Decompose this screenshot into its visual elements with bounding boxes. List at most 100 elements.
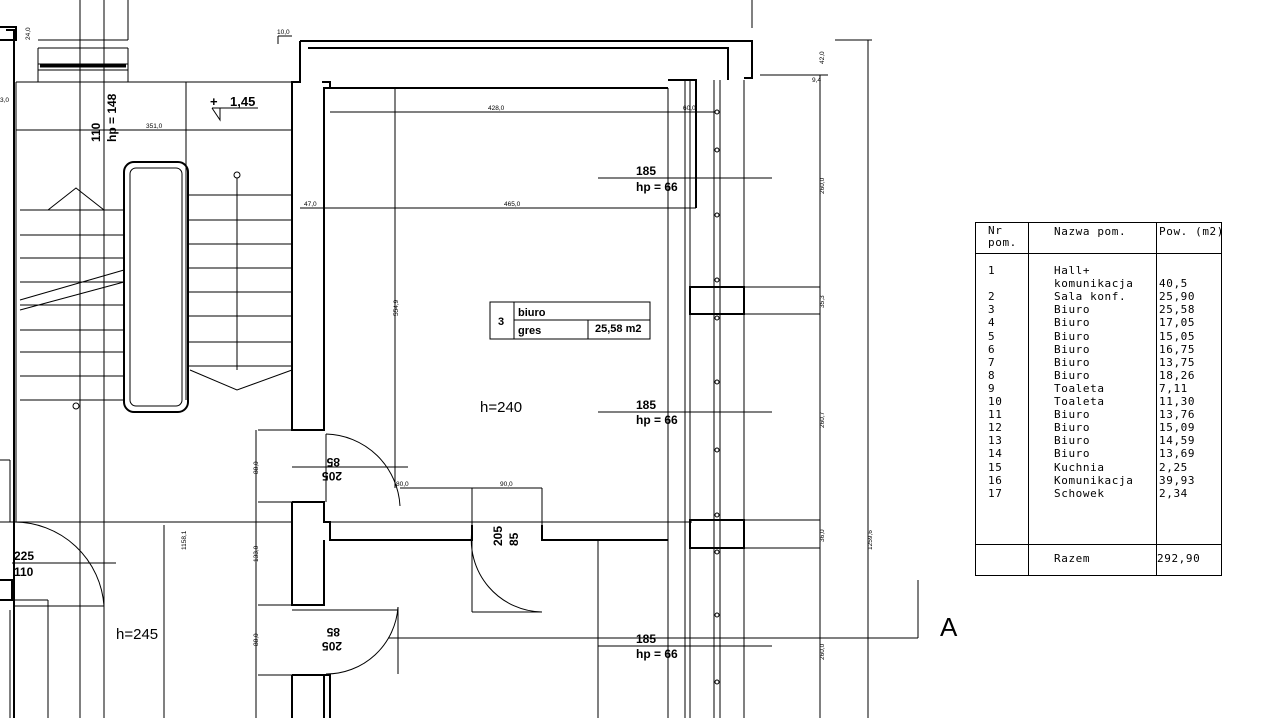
dim-133-0: 133,0 — [253, 545, 260, 562]
row-room-area: 16,75 — [1159, 342, 1196, 356]
row-number: 9 — [988, 381, 996, 395]
dim-88-0-a: 88,0 — [253, 461, 260, 474]
row-number: 16 — [988, 473, 1003, 487]
window-1-sill: hp = 66 — [636, 180, 678, 194]
row-room-name: Biuro — [1054, 316, 1091, 330]
row-number: 4 — [988, 316, 996, 330]
row-room-name: Toaleta — [1054, 381, 1105, 395]
room-tag-floor: gres — [518, 325, 541, 337]
facade-windows — [598, 80, 820, 718]
table-divider — [976, 544, 1221, 545]
row-number: 10 — [988, 395, 1003, 408]
row-room-area: 13,69 — [1159, 447, 1196, 461]
window-2-width: 185 — [636, 398, 656, 412]
row-room-area: 14,59 — [1159, 434, 1196, 448]
level-mark: 1,45 — [230, 94, 255, 109]
dim-260-0-b: 260,0 — [819, 643, 826, 660]
row-number: 7 — [988, 355, 996, 369]
row-room-area: 13,75 — [1159, 355, 1196, 369]
row-room-name: Biuro — [1054, 355, 1091, 369]
room-height-label: h=240 — [480, 399, 522, 416]
row-number: 2 — [988, 290, 996, 304]
row-room-area: 2,25 — [1159, 460, 1188, 474]
row-number: 17 — [988, 486, 1003, 500]
doors — [13, 433, 543, 675]
dim-9-4: 9,4 — [812, 77, 821, 84]
total-label: Razem — [1054, 552, 1091, 565]
row-room-area: 15,09 — [1159, 421, 1196, 435]
row-room-area: 39,93 — [1159, 473, 1196, 487]
room-tag-name: biuro — [518, 307, 546, 319]
row-number: 13 — [988, 434, 1003, 448]
row-room-area: 17,05 — [1159, 316, 1196, 330]
room-tag-area: 25,58 m2 — [595, 323, 641, 335]
dim-35-3: 35,3 — [819, 295, 826, 308]
dim-1259-6: 1259,6 — [867, 530, 874, 550]
row-room-area: 18,26 — [1159, 368, 1196, 382]
door-2-height: 205 — [491, 526, 505, 546]
header-nr: Nr pom. — [988, 224, 1017, 249]
door-2-width: 85 — [507, 532, 521, 546]
row-number: 6 — [988, 342, 996, 356]
row-room-name: Biuro — [1054, 342, 1091, 356]
dim-47-0: 47,0 — [304, 201, 317, 208]
window-3-sill: hp = 66 — [636, 647, 678, 661]
walls — [0, 26, 753, 718]
row-number: 8 — [988, 368, 996, 382]
row-number: 3 — [988, 303, 996, 317]
dim-428-0: 428,0 — [488, 105, 505, 112]
header-area: Pow. (m2) — [1159, 225, 1225, 238]
window-2-sill: hp = 66 — [636, 413, 678, 427]
row-room-name: Schowek — [1054, 486, 1105, 500]
row-room-area: 40,5 — [1159, 277, 1188, 291]
dim-88-0-b: 88,0 — [253, 633, 260, 646]
row-number: 15 — [988, 460, 1003, 474]
level-mark-plus: + — [210, 94, 218, 109]
row-room-area: 15,05 — [1159, 329, 1196, 343]
window-4-sill: hp = 148 — [105, 93, 119, 142]
total-value: 292,90 — [1157, 552, 1201, 565]
dim-1158-1: 1158,1 — [181, 530, 188, 550]
dim-42-0: 42,0 — [819, 51, 826, 64]
window-top-left — [37, 47, 129, 82]
table-divider — [1156, 223, 1157, 575]
row-number: 11 — [988, 408, 1003, 422]
dimension-lines — [16, 35, 714, 676]
staircase — [19, 161, 293, 413]
door-4-height: 225 — [14, 549, 34, 563]
dim-80-0: 80,0 — [396, 481, 409, 488]
row-number: 14 — [988, 447, 1003, 461]
dim-3-0: 3,0 — [0, 97, 9, 104]
door-1-height: 205 — [322, 469, 342, 483]
row-number: 5 — [988, 329, 996, 343]
room-tag-3: 3 biuro gres 25,58 m2 — [489, 301, 651, 340]
door-1-width: 85 — [326, 455, 340, 469]
door-4-width: 110 — [14, 565, 34, 579]
room-tag-number: 3 — [498, 316, 504, 328]
dim-260-7: 260,7 — [819, 411, 826, 428]
window-3-width: 185 — [636, 632, 656, 646]
row-room-name: Biuro — [1054, 329, 1091, 343]
door-3-width: 85 — [326, 625, 340, 639]
section-mark: A — [940, 612, 958, 642]
table-divider — [1028, 223, 1029, 575]
dim-36-0: 36,0 — [819, 529, 826, 542]
row-room-name: Toaleta — [1054, 395, 1105, 408]
plan-labels: h=240 h=245 + 1,45 A 185 hp = 66 185 hp … — [0, 27, 958, 661]
table-divider — [976, 253, 1221, 254]
dim-90-0: 90,0 — [500, 481, 513, 488]
dim-24-0: 24,0 — [25, 27, 32, 40]
window-1-width: 185 — [636, 164, 656, 178]
row-number: 12 — [988, 421, 1003, 435]
row-room-area: 25,58 — [1159, 303, 1196, 317]
row-room-name: Biuro — [1054, 421, 1091, 435]
dim-465-0: 465,0 — [504, 201, 521, 208]
dim-351-0: 351,0 — [146, 123, 163, 130]
row-room-name: Kuchnia — [1054, 460, 1105, 474]
hall-height-label: h=245 — [116, 626, 158, 643]
row-room-name: Biuro — [1054, 447, 1091, 461]
row-room-area: 11,30 — [1159, 395, 1196, 408]
door-3-height: 205 — [322, 639, 342, 653]
